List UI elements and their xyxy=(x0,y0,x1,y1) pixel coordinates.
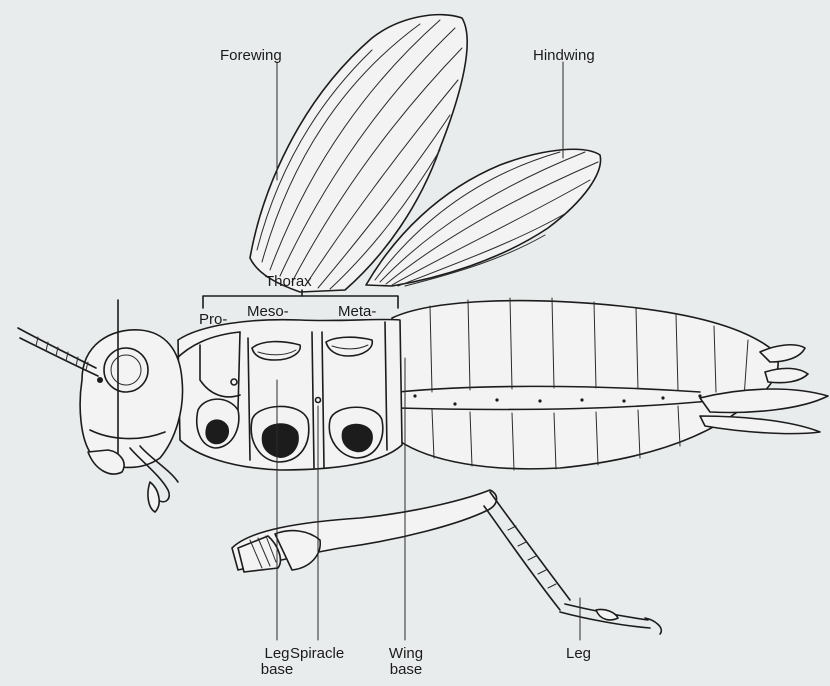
hind-leg xyxy=(232,490,661,634)
label-thorax: Thorax xyxy=(265,274,312,290)
label-meta: Meta- xyxy=(338,304,376,320)
label-leg-base-line2: base xyxy=(255,662,299,678)
abdomen xyxy=(392,298,828,470)
label-spiracle: Spiracle xyxy=(290,646,344,662)
label-leg: Leg xyxy=(566,646,591,662)
label-meso: Meso- xyxy=(247,304,289,320)
label-pro: Pro- xyxy=(199,312,227,328)
head xyxy=(18,300,183,512)
label-wing-base: Wing base xyxy=(384,646,428,678)
label-wing-base-line1: Wing xyxy=(384,646,428,662)
label-hindwing: Hindwing xyxy=(533,48,595,64)
thorax-body xyxy=(175,319,402,470)
label-wing-base-line2: base xyxy=(384,662,428,678)
label-forewing: Forewing xyxy=(220,48,282,64)
